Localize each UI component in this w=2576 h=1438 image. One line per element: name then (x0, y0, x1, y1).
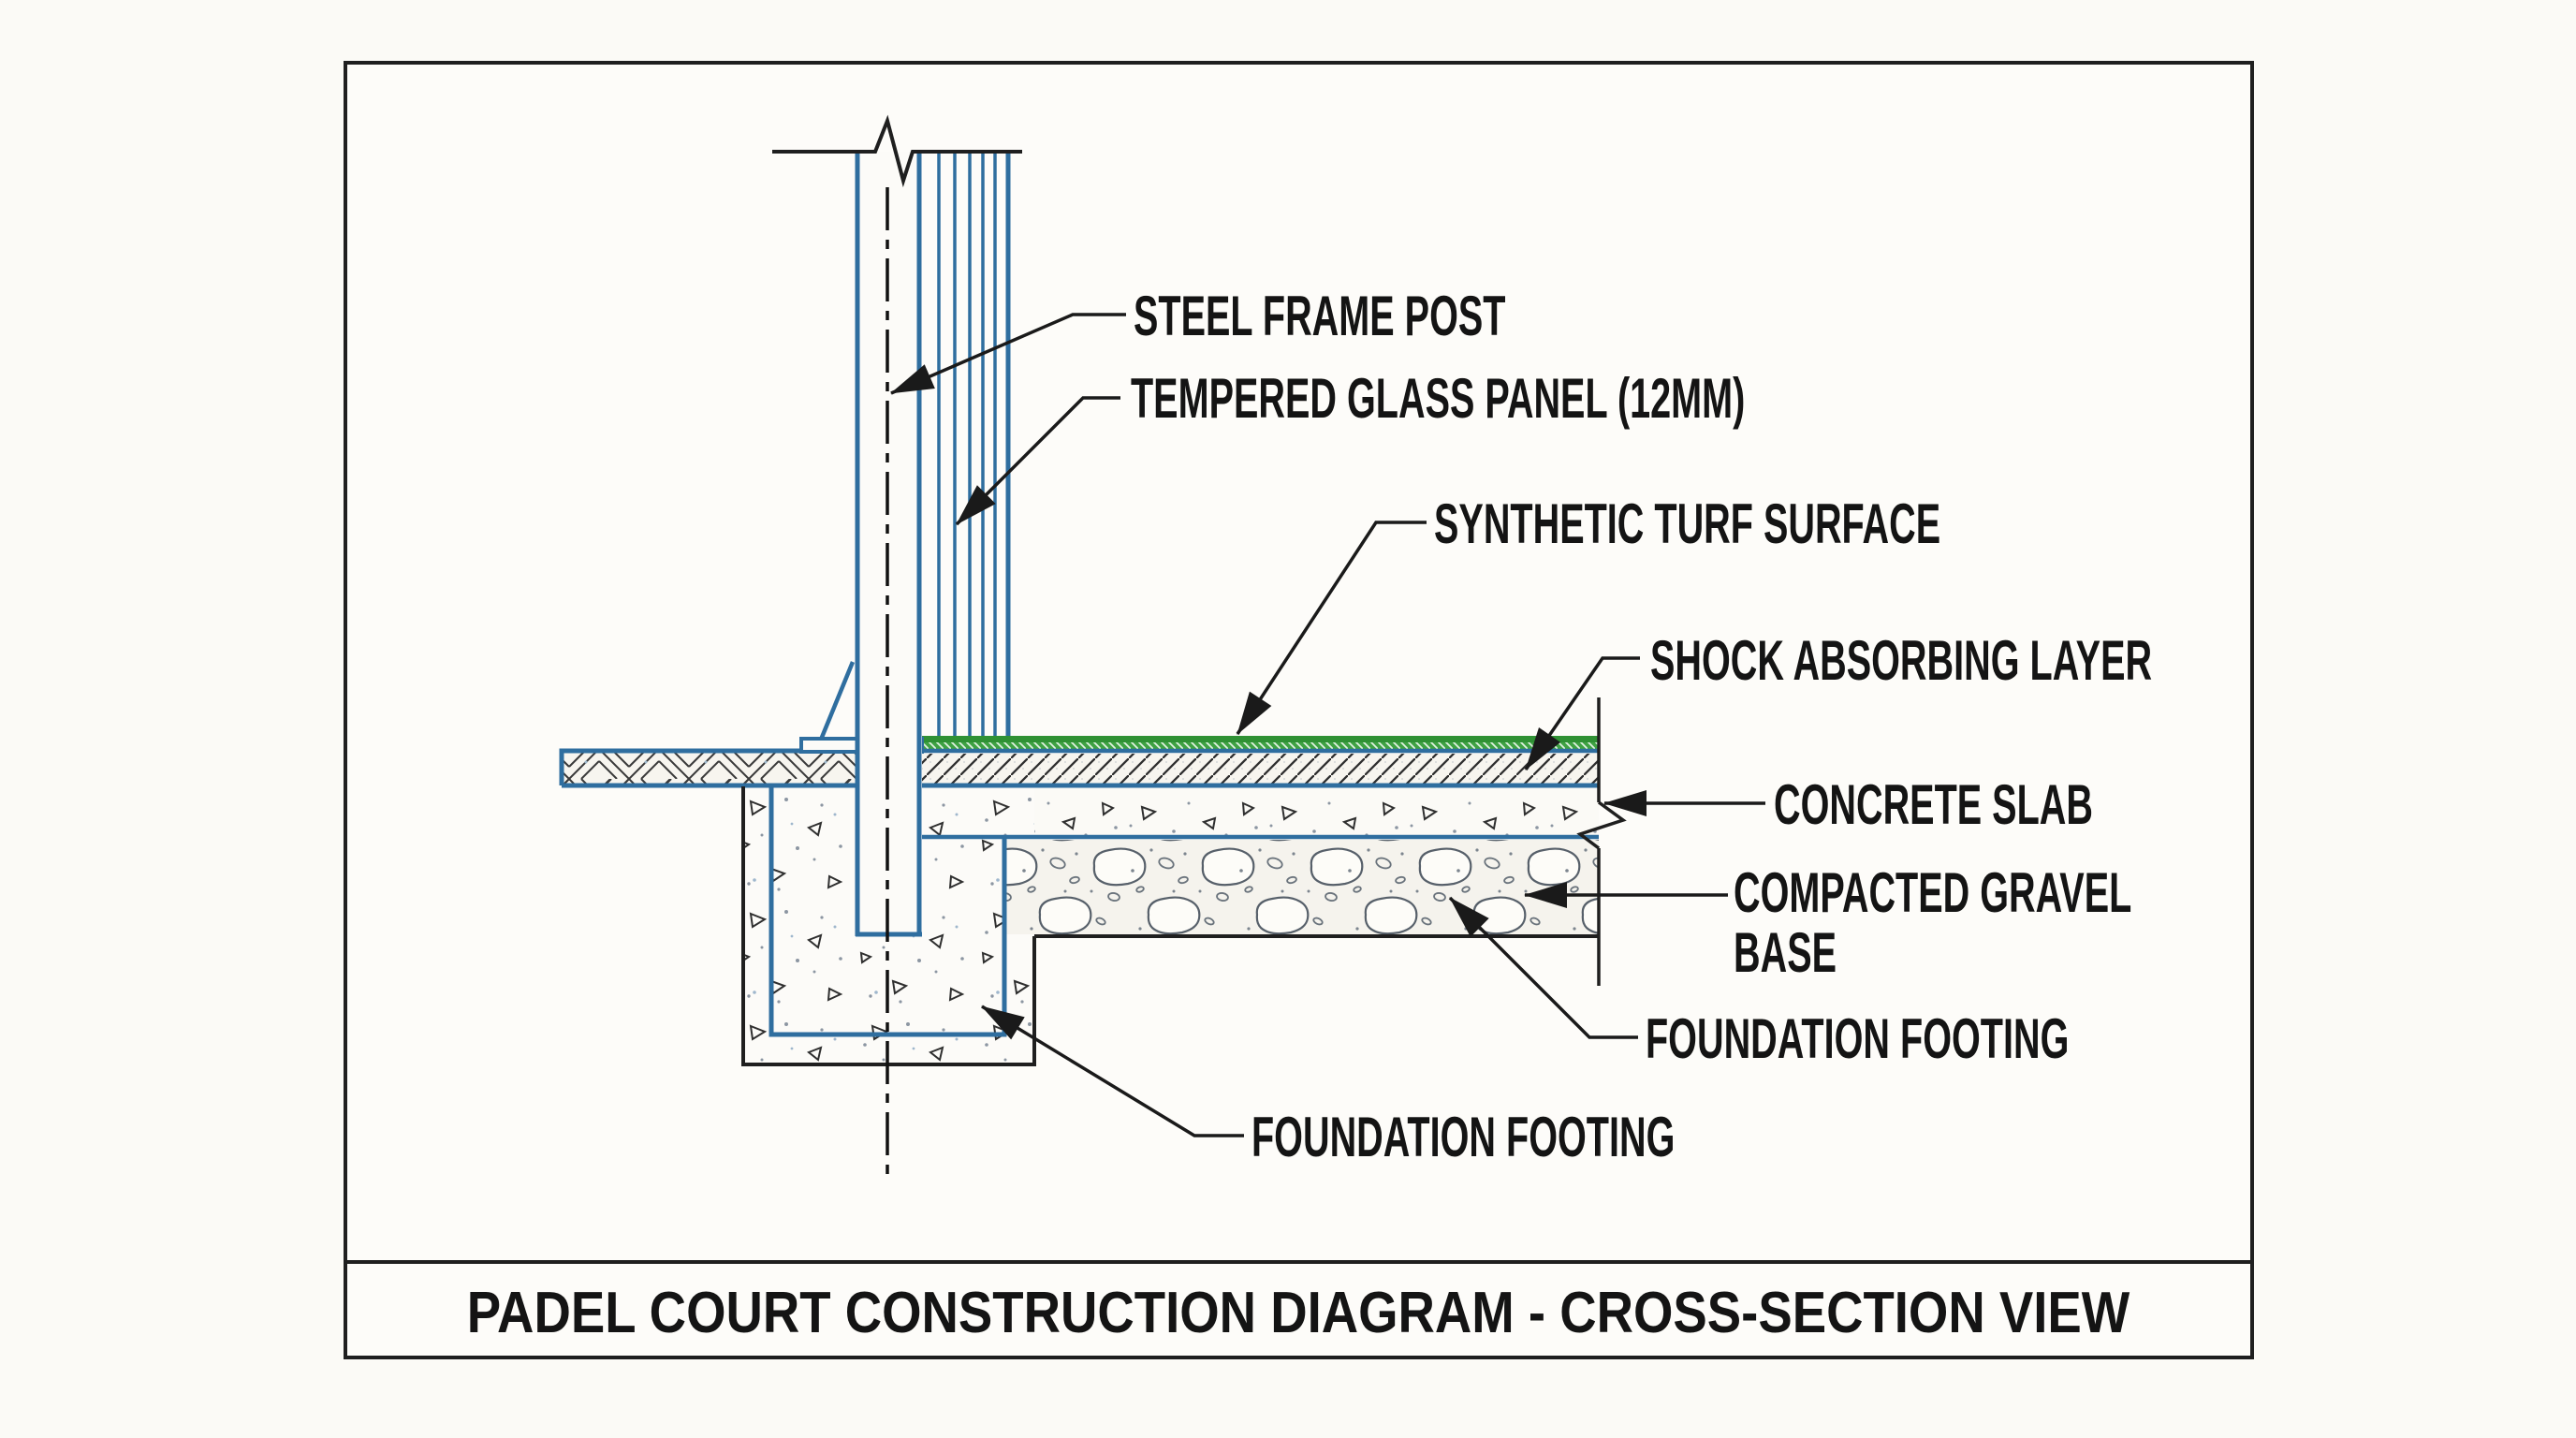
structure-blue-lines-over (768, 152, 1011, 1037)
callout-leaders (890, 313, 1765, 1137)
left-slab-top-and-endcap (559, 748, 803, 785)
label-compacted-gravel-line2: BASE (1734, 921, 1837, 984)
drawing-border-frame (344, 61, 2254, 1359)
footing-inner-outline (768, 786, 1007, 1037)
label-shock-absorbing-layer: SHOCK ABSORBING LAYER (1650, 629, 2152, 692)
label-foundation-footing-right: FOUNDATION FOOTING (1646, 1007, 2069, 1070)
label-synthetic-turf-surface: SYNTHETIC TURF SURFACE (1434, 492, 1940, 555)
label-compacted-gravel-line1: COMPACTED GRAVEL (1734, 861, 2131, 924)
label-foundation-footing-bottom: FOUNDATION FOOTING (1251, 1106, 1675, 1168)
callout-labels: STEEL FRAME POST TEMPERED GLASS PANEL (1… (1131, 285, 2152, 1168)
leader-tempered-glass (955, 396, 1120, 526)
glass-panel-lines (937, 152, 997, 736)
leader-steel-frame-post (890, 313, 1126, 395)
top-break-line (772, 114, 1022, 188)
leader-synthetic-turf (1236, 521, 1427, 735)
leader-foundation-right (1448, 896, 1638, 1039)
turf-layer (922, 742, 1599, 752)
diagram-title: PADEL COURT CONSTRUCTION DIAGRAM - CROSS… (467, 1281, 2130, 1345)
label-tempered-glass-panel: TEMPERED GLASS PANEL (12MM) (1131, 367, 1745, 430)
shock-absorbing-layer (922, 754, 1599, 784)
label-concrete-slab: CONCRETE SLAB (1774, 773, 2093, 836)
compacted-gravel-base-layer (1004, 840, 1599, 934)
structure-blue-lines-under (559, 661, 1599, 840)
concrete-slab-layer (922, 788, 1599, 835)
leader-shock-layer (1524, 656, 1640, 770)
title-block: PADEL COURT CONSTRUCTION DIAGRAM - CROSS… (345, 1260, 2252, 1345)
left-paving-slab-hatch (562, 753, 856, 785)
turf-top-strip (922, 736, 1599, 743)
leader-foundation-bottom (981, 1005, 1244, 1137)
label-steel-frame-post: STEEL FRAME POST (1134, 285, 1505, 347)
post-brace (818, 661, 856, 741)
